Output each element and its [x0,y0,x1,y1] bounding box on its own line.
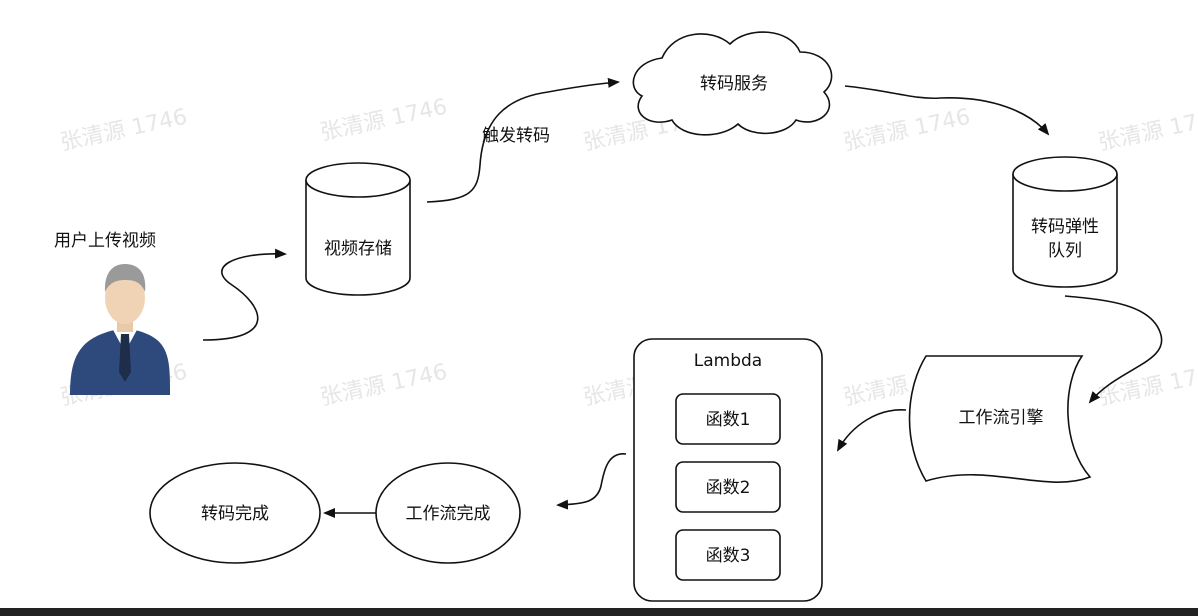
arrow-service-to-queue [844,85,1050,136]
user-upload-label: 用户上传视频 [54,231,156,251]
transcode-service-cloud: 转码服务 [632,31,833,136]
function3-label: 函数3 [706,546,751,566]
arrow-storage-to-service [426,77,620,203]
watermark: 张清源 1746 [318,95,449,146]
workflow-done-node: 工作流完成 [375,462,521,564]
watermark: 张清源 1746 [1096,360,1198,411]
lambda-container: Lambda 函数1 函数2 函数3 [633,338,823,602]
watermark: 张清源 1746 [1096,105,1198,156]
watermark: 张清源 1746 [318,360,449,411]
watermark: 张清源 1746 [58,105,189,156]
function1-box [675,393,781,445]
trigger-transcode-label: 触发转码 [482,126,550,146]
lambda-title: Lambda [694,351,762,371]
function2-label: 函数2 [706,478,751,498]
arrow-lambda-to-workflow-done [556,453,627,510]
video-storage-cylinder: 视频存储 [305,162,411,296]
user-avatar-icon [70,264,170,395]
bottom-rule [0,608,1198,616]
transcode-done-node: 转码完成 [149,462,321,564]
transcode-done-label: 转码完成 [201,504,269,524]
transcode-service-label: 转码服务 [700,74,768,94]
arrow-engine-to-lambda [837,409,907,452]
function3-box [675,529,781,581]
workflow-engine-node: 工作流引擎 [908,355,1092,483]
workflow-done-label: 工作流完成 [406,504,491,524]
function1-label: 函数1 [706,410,751,430]
elastic-queue-label-line2: 队列 [1048,241,1082,261]
workflow-engine-label: 工作流引擎 [959,408,1044,428]
elastic-queue-cylinder: 转码弹性 队列 [1012,156,1118,288]
arrow-queue-to-engine [1064,295,1163,404]
elastic-queue-label-line1: 转码弹性 [1031,217,1099,237]
function2-box [675,461,781,513]
video-storage-label: 视频存储 [324,239,392,259]
arrow-user-to-storage [202,248,287,341]
watermark: 张清源 1746 [841,105,972,156]
